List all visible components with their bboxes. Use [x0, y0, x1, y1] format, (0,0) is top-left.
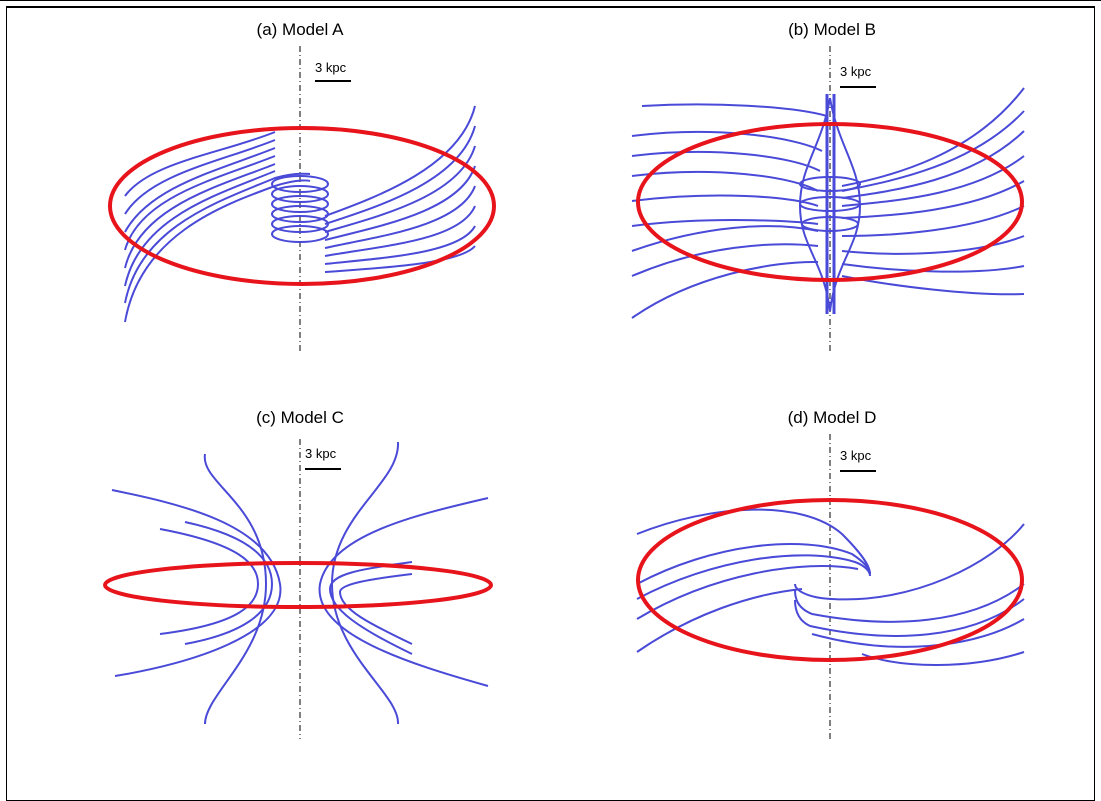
- scale-label-c: 3 kpc: [305, 446, 337, 461]
- panel-model-b: (b) Model B 3 kpc: [572, 6, 1092, 366]
- field-lines-d: [636, 508, 1025, 666]
- scale-bar-b: [840, 86, 876, 88]
- panel-title-d: (d) Model D: [787, 408, 877, 427]
- panel-title-b: (b) Model B: [788, 20, 876, 39]
- field-lines-b: [631, 87, 1025, 319]
- diagram-model-b: [631, 46, 1025, 351]
- panel-model-c: (c) Model C 3 kpc: [40, 394, 560, 754]
- field-lines-a: [124, 105, 476, 323]
- field-lines-c: [111, 441, 489, 725]
- top-rule: [0, 0, 1101, 1]
- scale-label-d: 3 kpc: [840, 448, 872, 463]
- scale-label-a: 3 kpc: [315, 60, 347, 75]
- panel-title-a: (a) Model A: [256, 20, 344, 39]
- diagram-model-c: [103, 439, 493, 739]
- panel-model-a: (a) Model A 3 kpc: [40, 6, 560, 366]
- scale-label-b: 3 kpc: [840, 64, 872, 79]
- diagram-model-a: [108, 46, 496, 351]
- panel-model-d: (d) Model D 3 kpc: [572, 394, 1092, 754]
- scale-bar-d: [840, 470, 876, 472]
- figure-frame: [6, 6, 1095, 801]
- panel-title-c: (c) Model C: [256, 408, 344, 427]
- scale-bar-c: [305, 468, 341, 470]
- diagram-model-d: [636, 434, 1025, 739]
- disk-ring-d: [636, 498, 1024, 662]
- disk-ring-b: [636, 122, 1024, 282]
- disk-ring-c: [103, 561, 493, 609]
- scale-bar-a: [315, 80, 351, 82]
- disk-ring-a: [108, 126, 496, 286]
